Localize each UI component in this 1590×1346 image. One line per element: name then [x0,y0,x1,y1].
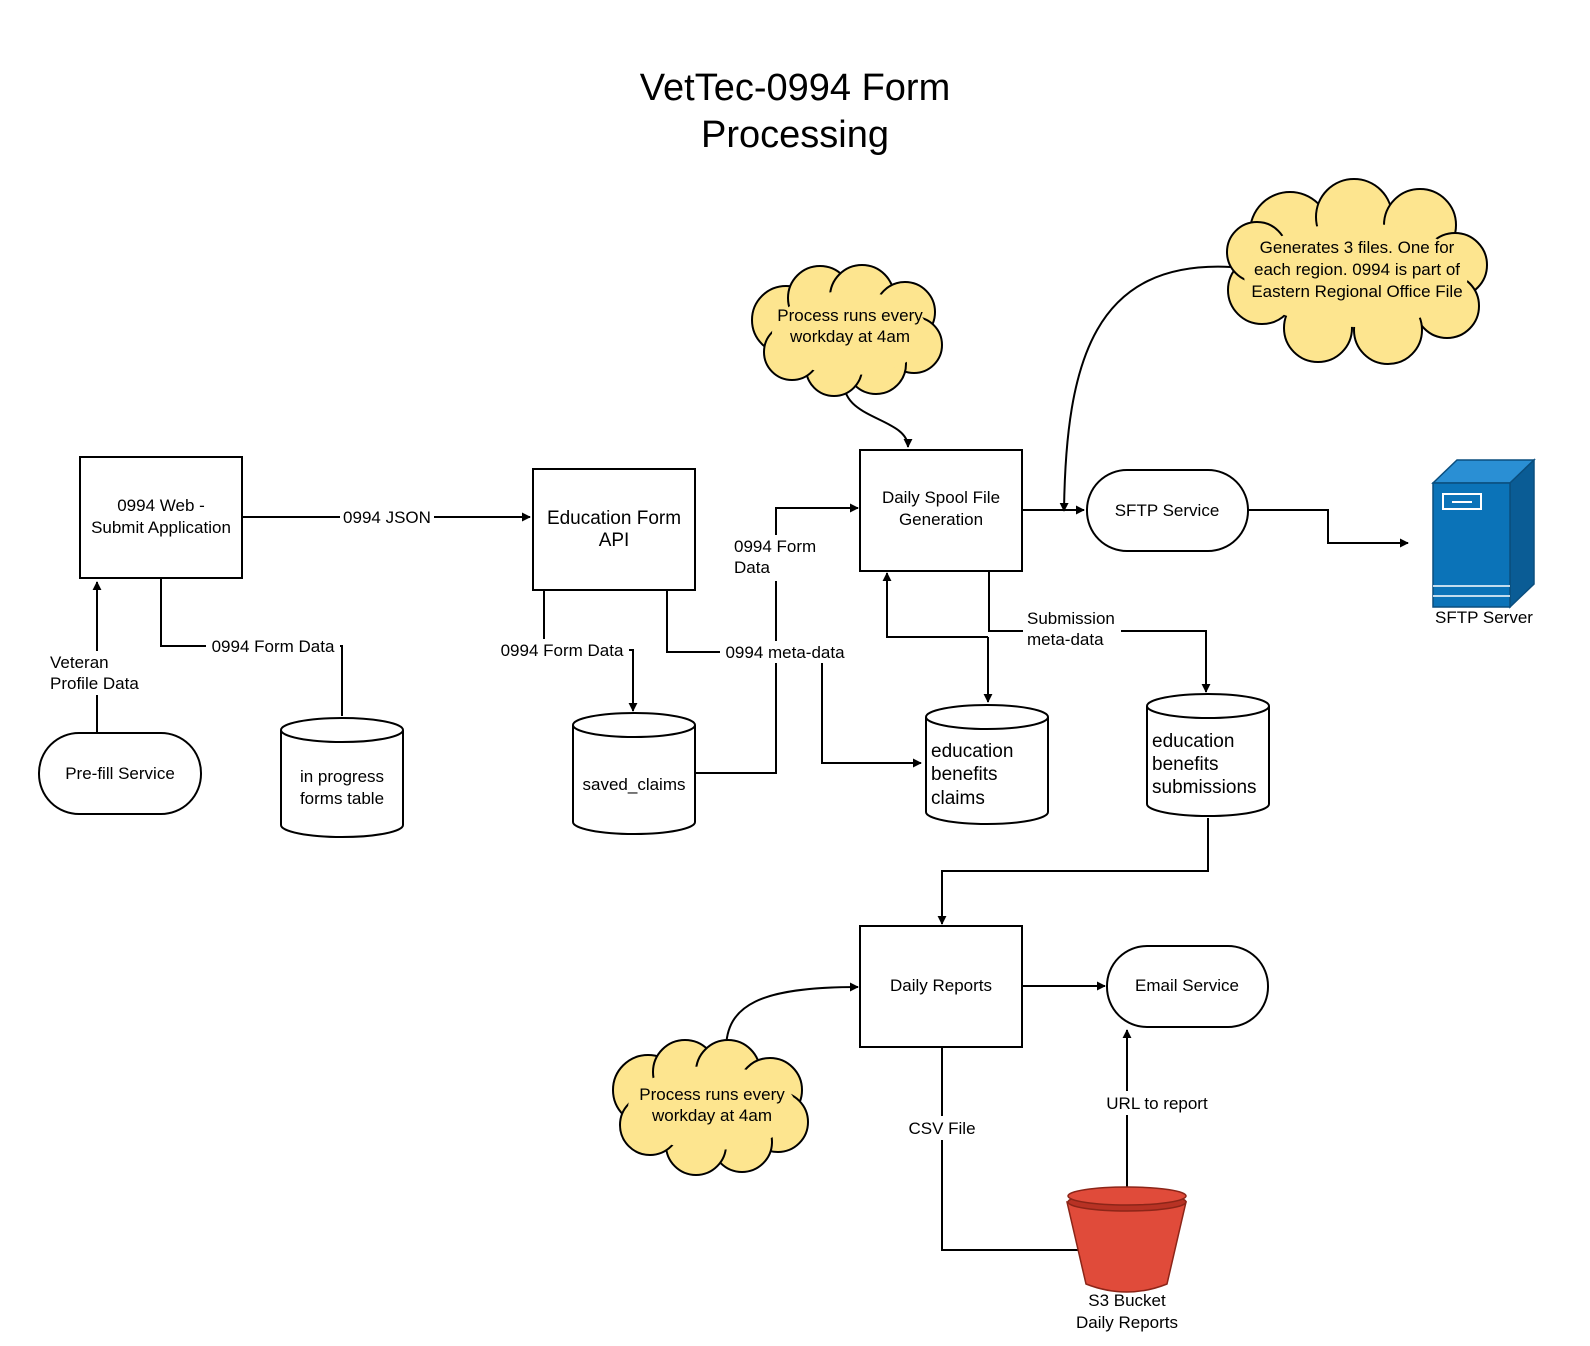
node-sftp-server[interactable]: SFTP Server [1431,458,1536,627]
node-in-progress-table[interactable]: in progress forms table [280,717,404,838]
edge-label-form-data-api: 0994 Form Data [501,641,624,660]
edges [92,265,1409,1255]
in-progress-line-1: in progress [300,767,384,786]
spool-note-line-2: workday at 4am [789,327,910,346]
edge-label-form-data-web: 0994 Form Data [212,637,335,656]
s3-bucket-line-1: S3 Bucket [1088,1291,1166,1310]
edge-form-data-spool [695,503,859,774]
node-email-service[interactable]: Email Service [1106,945,1269,1028]
edge-label-meta-data: 0994 meta-data [725,643,845,662]
edu-claims-line-3: claims [931,788,985,809]
title-line-1: VetTec-0994 Form [640,67,950,109]
edge-claims-to-spool [882,572,988,638]
title-line-2: Processing [701,114,889,156]
diagram-title: VetTec-0994 Form Processing [640,67,950,156]
edge-submissions-to-reports [937,818,1209,925]
daily-spool-line-1: Daily Spool File [882,488,1000,507]
edge-note-reports [725,982,859,1051]
edge-note-regions [1059,265,1232,512]
edu-submissions-line-1: education [1152,731,1234,752]
edge-label-form-data-spool-line-2: Data [734,558,770,577]
node-edu-benefits-claims[interactable]: education benefits claims [925,704,1049,825]
server-icon [1431,458,1536,609]
edge-label-submission-line-1: Submission [1027,609,1115,628]
node-web-submit[interactable]: 0994 Web - Submit Application [79,456,243,579]
edu-submissions-line-2: benefits [1152,754,1219,775]
edge-label-veteran-line-2: Profile Data [50,674,139,693]
edge-label-url-report: URL to report [1106,1094,1208,1113]
edge-label-submission-line-2: meta-data [1027,630,1104,649]
edu-submissions-line-3: submissions [1152,777,1257,798]
web-submit-line-1: 0994 Web - [117,496,205,515]
edge-meta-data [666,590,922,768]
reports-note-line-2: workday at 4am [651,1106,772,1125]
node-sftp-service[interactable]: SFTP Service [1086,469,1249,552]
regions-note-line-3: Eastern Regional Office File [1251,282,1462,301]
daily-spool-line-2: Generation [899,510,983,529]
bucket-icon [1066,1186,1187,1293]
note-regions: Generates 3 files. One for each region. … [1226,178,1488,365]
edu-claims-line-2: benefits [931,764,998,785]
prefill-label: Pre-fill Service [65,764,175,783]
edge-sftp-to-server [1248,509,1409,548]
note-reports-schedule: Process runs every workday at 4am [612,1039,809,1176]
node-s3-bucket[interactable]: S3 Bucket Daily Reports [1066,1186,1187,1332]
node-education-form-api[interactable]: Education Form API [532,468,696,591]
edge-label-csv-file: CSV File [908,1119,975,1138]
regions-note-line-1: Generates 3 files. One for [1260,238,1455,257]
edge-labels: 0994 JSON Veteran Profile Data 0994 Form… [46,506,1218,1140]
edge-csv-file [941,1048,1093,1255]
node-daily-reports[interactable]: Daily Reports [859,925,1023,1048]
node-edu-benefits-submissions[interactable]: education benefits submissions [1146,693,1270,817]
node-prefill-service[interactable]: Pre-fill Service [38,732,202,815]
daily-reports-label: Daily Reports [890,976,992,995]
note-spool-schedule: Process runs every workday at 4am [751,264,943,397]
in-progress-line-2: forms table [300,789,384,808]
reports-note-line-1: Process runs every [639,1085,785,1104]
email-service-label: Email Service [1135,976,1239,995]
edu-api-line-2: API [599,530,630,551]
edge-label-form-data-spool-line-1: 0994 Form [734,537,816,556]
s3-bucket-line-2: Daily Reports [1076,1313,1178,1332]
node-daily-spool[interactable]: Daily Spool File Generation [859,449,1023,572]
sftp-service-label: SFTP Service [1115,501,1220,520]
saved-claims-label: saved_claims [583,775,686,794]
edu-claims-line-1: education [931,741,1013,762]
regions-note-line-2: each region. 0994 is part of [1254,260,1460,279]
edge-label-veteran-line-1: Veteran [50,653,109,672]
edge-label-json: 0994 JSON [343,508,431,527]
node-saved-claims[interactable]: saved_claims [572,712,696,835]
sftp-server-label: SFTP Server [1435,608,1533,627]
spool-note-line-1: Process runs every [777,306,923,325]
edu-api-line-1: Education Form [547,508,681,529]
web-submit-line-2: Submit Application [91,518,231,537]
